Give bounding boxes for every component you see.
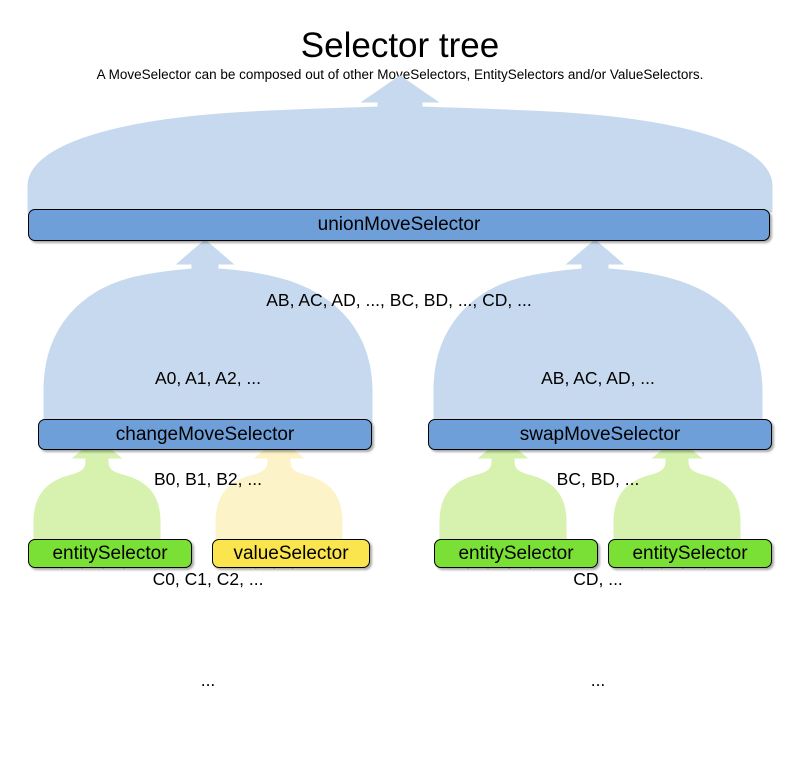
- change-move-selector-label: changeMoveSelector: [115, 423, 295, 445]
- entity-selector-1-body: [33, 437, 161, 545]
- entity-selector-2-body: [439, 437, 567, 545]
- entity-selector-1-label: entitySelector: [52, 542, 168, 564]
- entity-selector-2-bar[interactable]: entitySelector: [434, 539, 598, 568]
- value-selector-body: [215, 437, 343, 545]
- change-node-body: [43, 239, 373, 425]
- entity-selector-3-bar[interactable]: entitySelector: [608, 539, 772, 568]
- arrow-change-to-union: [177, 240, 233, 264]
- swap-node-line-4: ...: [590, 669, 606, 690]
- page-title: Selector tree: [300, 26, 500, 65]
- union-move-selector-bar[interactable]: unionMoveSelector: [28, 209, 770, 241]
- change-move-selector-bar[interactable]: changeMoveSelector: [38, 419, 372, 450]
- value-selector-bar[interactable]: valueSelector: [212, 539, 370, 568]
- page-subtitle: A MoveSelector can be composed out of ot…: [96, 67, 704, 82]
- union-move-selector-label: unionMoveSelector: [317, 214, 481, 235]
- change-node-line-4: ...: [200, 669, 216, 690]
- swap-move-selector-label: swapMoveSelector: [519, 423, 681, 445]
- entity-selector-3-label: entitySelector: [632, 542, 748, 564]
- value-selector-label: valueSelector: [233, 542, 349, 564]
- selector-tree-diagram: Selector tree A MoveSelector can be comp…: [27, 26, 773, 690]
- entity-selector-1-bar[interactable]: entitySelector: [28, 539, 192, 568]
- entity-selector-2-label: entitySelector: [458, 542, 574, 564]
- swap-move-selector-bar[interactable]: swapMoveSelector: [428, 419, 772, 450]
- swap-node-body: [433, 239, 763, 425]
- node-shapes-layer: [27, 75, 773, 545]
- union-node-body: [27, 75, 773, 213]
- entity-selector-3-body: [613, 437, 741, 545]
